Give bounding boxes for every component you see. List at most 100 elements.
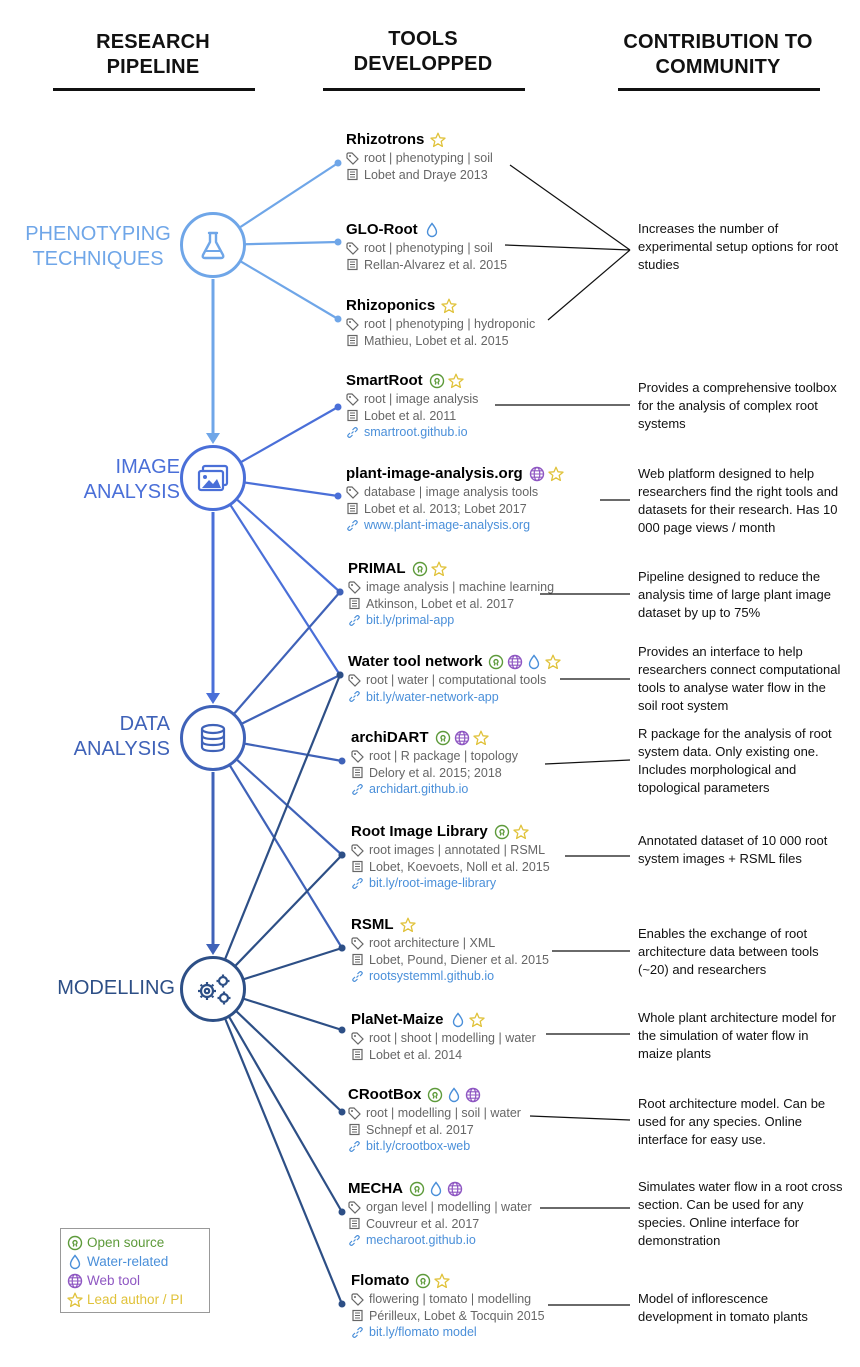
star-icon [448,373,464,388]
tool-reference: Périlleux, Lobet & Tocquin 2015 [369,1308,545,1323]
tool-rsml: RSML root architecture | XML Lobet, Poun… [351,914,549,985]
star-icon [513,824,529,839]
tool-tags: root | image analysis [364,392,479,406]
tool-tags: root architecture | XML [369,936,496,950]
image-icon [197,464,229,492]
open-source-icon [409,1181,425,1196]
connector-dot [334,315,342,323]
contribution-text: Provides an interface to help researcher… [638,644,841,713]
contribution-text: Provides a comprehensive toolbox for the… [638,380,837,431]
tool-name: Rhizoponics [346,297,436,314]
tool-mecha: MECHA organ level | modelling | water Co… [348,1178,532,1249]
tool-smartroot: SmartRoot root | image analysis Lobet et… [346,370,478,441]
contribution-text: Web platform designed to help researcher… [638,466,839,535]
link-icon [347,426,358,438]
tag-icon [346,486,359,499]
open-source-icon [428,1087,443,1102]
tool-name: GLO-Root [346,221,418,238]
star-icon [67,1292,83,1307]
star-icon [430,132,446,147]
tool-link[interactable]: bit.ly/flomato model [351,1324,545,1341]
contribution-text: Enables the exchange of root architectur… [638,926,819,977]
tool-tags: flowering | tomato | modelling [369,1292,532,1306]
star-icon [434,1273,450,1288]
stage-label-modelling: MODELLING [57,977,175,999]
tag-icon [351,1032,364,1045]
book-icon [352,1049,363,1061]
stage-label-image: IMAGE ANALYSIS [83,456,180,503]
flask-icon [201,231,225,260]
contribution-text: Pipeline designed to reduce the analysis… [638,569,831,620]
stage-tool-connector [212,737,343,949]
database-icon [200,723,226,753]
header-contribution: CONTRIBUTION TO COMMUNITY [623,31,813,78]
tag-icon [348,1201,361,1214]
tool-name: plant-image-analysis.org [346,465,523,482]
book-icon [347,335,358,347]
stage-tool-connector [212,477,341,676]
connector-dot [334,238,342,246]
header-underline [618,88,820,91]
arrow-head [206,944,220,955]
tool-crootbox: CRootBox root | modelling | soil | water… [348,1084,521,1155]
tool-name: PRIMAL [348,560,406,577]
tool-name: MECHA [348,1180,403,1197]
tool-reference: Lobet et al. 2011 [364,408,457,423]
water-drop-icon [430,1180,442,1196]
tag-icon [346,242,359,255]
arrow-head [206,693,220,704]
open-source-icon [435,730,450,745]
legend: Open source Water-related Web tool Lead … [60,1228,210,1313]
link-icon [349,691,360,703]
water-drop-icon [69,1253,81,1269]
connector-dot [334,492,342,500]
water-drop-icon [426,221,437,237]
tool-name: RSML [351,916,394,933]
star-icon [430,561,447,576]
tool-tags: image analysis | machine learning [366,580,555,594]
tool-name: SmartRoot [346,372,423,389]
stage-label-data: DATA ANALYSIS [73,713,170,760]
star-icon [545,654,562,669]
book-icon [347,503,358,515]
stage-data [180,705,246,771]
tool-plant-image-analysis: plant-image-analysis.org database | imag… [346,463,564,534]
star-icon [468,1012,485,1027]
open-source-icon [494,824,509,839]
tool-link[interactable]: www.plant-image-analysis.org [346,517,564,534]
open-source-icon [429,373,444,388]
contribution-connector [547,249,631,321]
tool-link[interactable]: bit.ly/primal-app [348,612,554,629]
gears-icon [198,974,231,1005]
tool-name: Rhizotrons [346,131,425,148]
header-underline [323,88,525,91]
tool-link[interactable]: bit.ly/crootbox-web [348,1138,521,1155]
tool-link[interactable]: bit.ly/water-network-app [348,689,561,706]
tool-link[interactable]: mecharoot.github.io [348,1232,532,1249]
link-icon [352,1326,363,1338]
book-icon [352,861,363,873]
contribution-text: R package for the analysis of root syste… [638,726,832,795]
tool-link[interactable]: rootsystemml.github.io [351,968,549,985]
tool-link[interactable]: bit.ly/root-image-library [351,875,550,892]
tool-tags: root | phenotyping | soil [364,241,493,255]
connector-dot [338,757,346,765]
book-icon [349,1218,360,1230]
water-drop-icon [452,1011,463,1027]
tool-tags: root | phenotyping | soil [364,151,493,165]
legend-item-water: Water-related [67,1252,203,1271]
tool-tags: root | R package | topology [369,749,518,763]
tool-link[interactable]: archidart.github.io [351,781,518,798]
tag-icon [351,750,364,763]
link-icon [349,614,360,626]
link-icon [352,970,363,982]
star-icon [441,298,457,313]
tool-link[interactable]: smartroot.github.io [346,424,478,441]
stage-phenotyping [180,212,246,278]
globe-icon [529,466,544,481]
tool-tags: organ level | modelling | water [366,1200,532,1214]
tool-root-image-library: Root Image Library root images | annotat… [351,821,550,892]
tool-reference: Rellan-Alvarez et al. 2015 [364,257,508,272]
legend-item-web: Web tool [67,1271,203,1290]
contribution-text: Increases the number of experimental set… [638,221,839,272]
